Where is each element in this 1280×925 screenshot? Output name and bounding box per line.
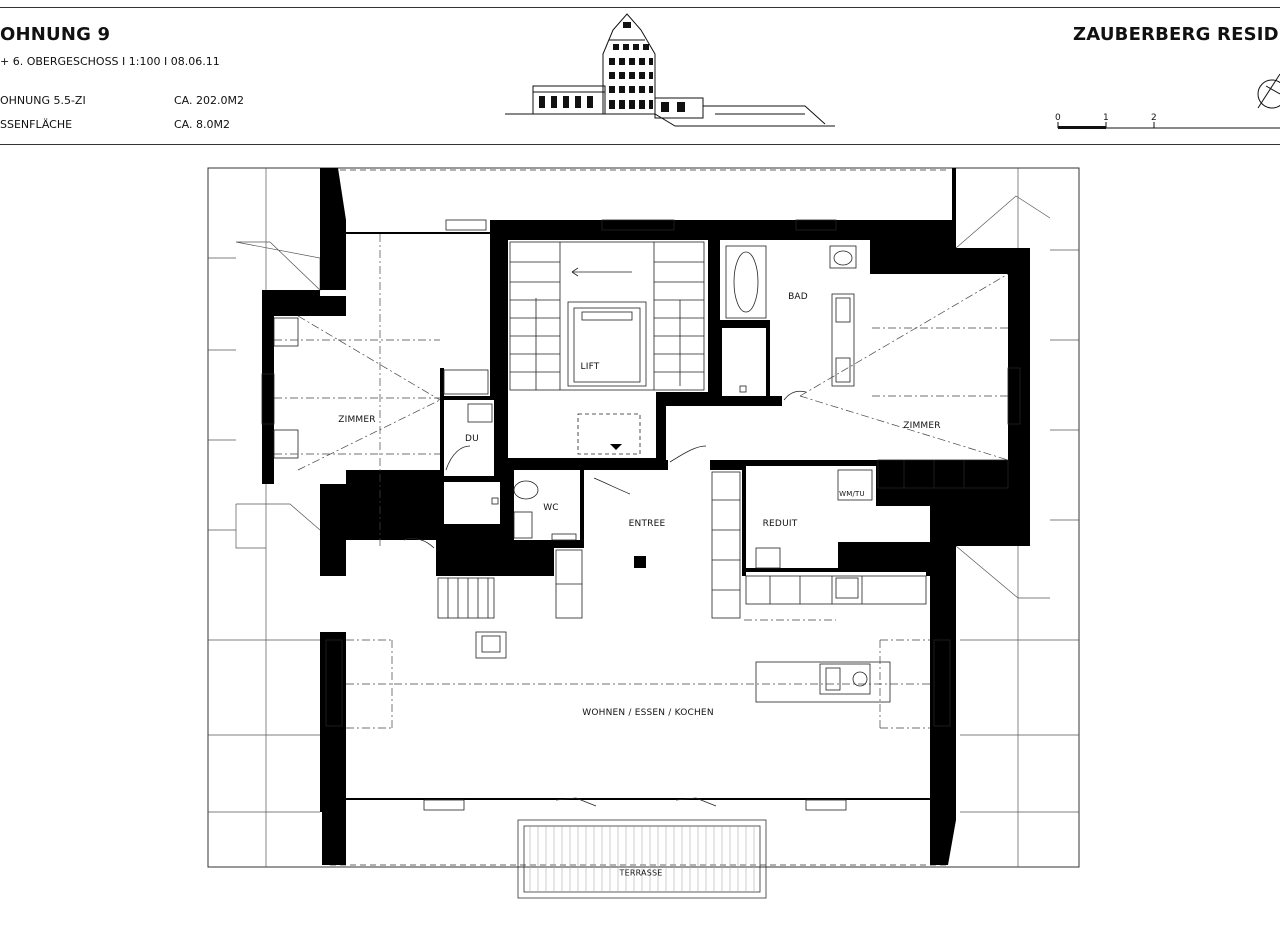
floor-scale-date: + 6. OBERGESCHOSS I 1:100 I 08.06.11 <box>0 55 220 68</box>
room-label-terrasse: TERRASSE <box>619 868 663 878</box>
scale-tick-0: 0 <box>1055 113 1061 123</box>
unit-title: OHNUNG 9 <box>0 24 111 45</box>
area-value-outdoor: CA. 8.0M2 <box>174 118 230 131</box>
header-bottom-rule <box>0 144 1280 145</box>
ceiling-lines <box>274 234 1009 729</box>
area-value-living: CA. 202.0M2 <box>174 94 244 107</box>
lift-direction-arrow <box>610 444 622 450</box>
room-label-zimmer-right: ZIMMER <box>903 421 941 431</box>
room-label-du: DU <box>465 434 479 444</box>
project-title: ZAUBERBERG RESIDENCE <box>1073 24 1280 45</box>
building-elevation-sketch <box>505 13 835 127</box>
header-top-rule <box>0 7 1280 8</box>
room-label-wc: WC <box>543 503 559 513</box>
room-label-wohnen: WOHNEN / ESSEN / KOCHEN <box>582 708 714 718</box>
fixtures <box>261 219 1021 811</box>
entree-column-marker <box>634 556 646 568</box>
roof-outline <box>207 167 1080 868</box>
area-label-living: OHNUNG 5.5-ZI <box>0 94 86 107</box>
scale-tick-2: 2 <box>1151 113 1157 123</box>
room-label-reduit: REDUIT <box>762 519 798 529</box>
roof-tiles-left <box>208 168 321 867</box>
room-label-entree: ENTREE <box>628 519 666 529</box>
room-label-wm-tu: WM/TU <box>839 490 865 498</box>
room-label-lift: LIFT <box>580 362 600 372</box>
terrace-grating <box>529 826 755 892</box>
north-arrow-and-scale-bar: 0 1 2 <box>1055 73 1280 129</box>
room-label-bad: BAD <box>788 292 808 302</box>
eave-lines <box>330 169 950 866</box>
area-label-outdoor: SSENFLÄCHE <box>0 118 73 131</box>
floor-areas <box>274 234 1008 798</box>
scale-tick-1: 1 <box>1103 113 1109 123</box>
room-label-zimmer-left: ZIMMER <box>338 415 376 425</box>
